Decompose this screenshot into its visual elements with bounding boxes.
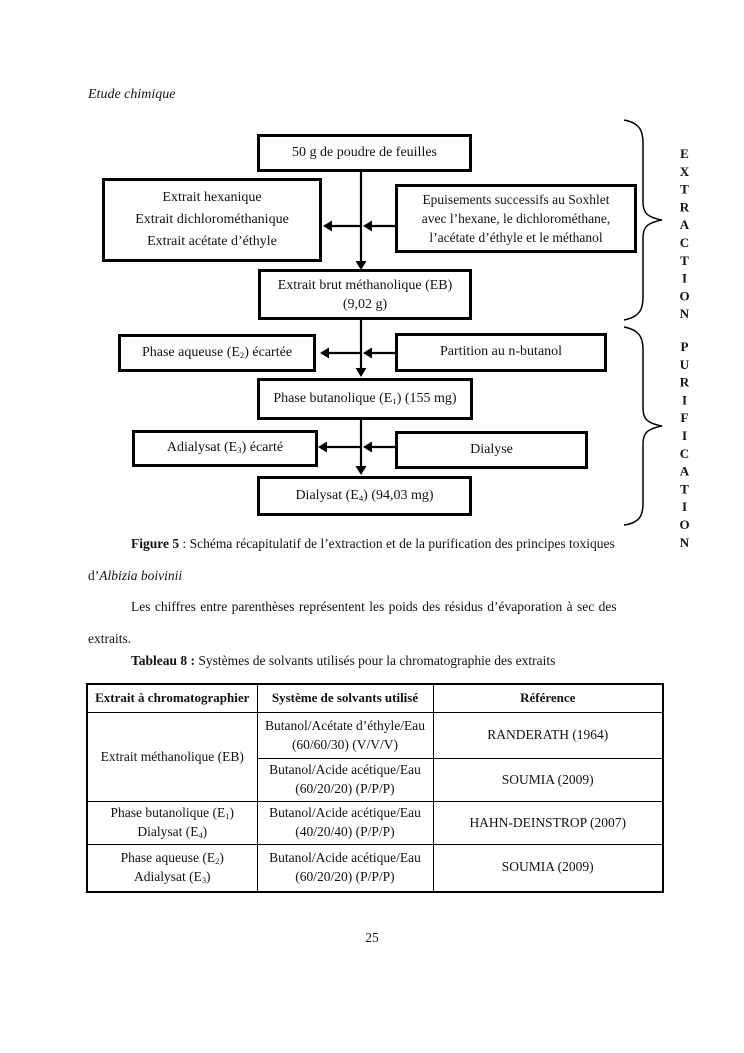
box-label: Adialysat (E3) écarté bbox=[166, 440, 284, 456]
table-row: Extrait méthanolique (EB) Butanol/Acétat… bbox=[86, 712, 664, 802]
box-label-line: Extrait dichlorométhanique bbox=[135, 212, 289, 227]
cell-reference: HAHN-DEINSTROP (2007) bbox=[432, 801, 664, 845]
arrowhead-left-icon bbox=[363, 347, 372, 359]
box-label-line: Extrait hexanique bbox=[162, 190, 262, 205]
box-label-line: (9,02 g) bbox=[342, 296, 388, 312]
figure-caption-label: Figure 5 bbox=[131, 536, 180, 551]
cell-extrait: Phase aqueuse (E2) Adialysat (E3) bbox=[86, 844, 258, 892]
figure-caption-text: : Schéma récapitulatif de l’extraction e… bbox=[179, 536, 615, 551]
box-phase-aqueuse: Phase aqueuse (E2) écartée bbox=[118, 334, 316, 372]
box-partition-butanol: Partition au n-butanol bbox=[395, 333, 607, 372]
box-label: 50 g de poudre de feuilles bbox=[291, 144, 437, 160]
header-reference: Référence bbox=[432, 683, 664, 713]
page-number: 25 bbox=[365, 930, 379, 945]
box-dialysat: Dialysat (E4) (94,03 mg) bbox=[257, 476, 472, 516]
purification-side-label: PURIFICATION bbox=[677, 339, 692, 553]
table-title-text: Systèmes de solvants utilisés pour la ch… bbox=[195, 653, 556, 668]
cell-reference: RANDERATH (1964) bbox=[432, 712, 664, 759]
cell-reference: SOUMIA (2009) bbox=[432, 758, 664, 802]
figure-caption-text2: d’ bbox=[88, 568, 100, 583]
arrowhead-down-icon bbox=[355, 261, 367, 270]
box-label: Partition au n-butanol bbox=[439, 344, 563, 360]
header-extrait: Extrait à chromatographier bbox=[86, 683, 258, 713]
cell-reference: SOUMIA (2009) bbox=[432, 844, 664, 892]
arrowhead-left-icon bbox=[318, 441, 327, 453]
arrowhead-left-icon bbox=[320, 347, 329, 359]
table-title: Tableau 8 : Systèmes de solvants utilisé… bbox=[131, 653, 555, 669]
box-label-line: l’acétate d’éthyle et le méthanol bbox=[429, 230, 603, 245]
extraction-brace-icon bbox=[623, 119, 663, 321]
body-paragraph-line2: extraits. bbox=[88, 631, 132, 646]
header-systeme: Système de solvants utilisé bbox=[256, 683, 434, 713]
cell-systeme: Butanol/Acide acétique/Eau (60/20/20) (P… bbox=[256, 758, 434, 802]
box-phase-butanolique: Phase butanolique (E1) (155 mg) bbox=[257, 378, 473, 420]
table-header-row: Extrait à chromatographier Système de so… bbox=[86, 683, 664, 713]
box-label-line: avec l’hexane, le dichlorométhane, bbox=[421, 211, 611, 226]
box-label: Dialyse bbox=[470, 441, 513, 457]
arrowhead-down-icon bbox=[355, 368, 367, 377]
figure-caption-line2: d’Albizia boivinii bbox=[88, 568, 182, 584]
box-label: Dialysat (E4) (94,03 mg) bbox=[295, 487, 434, 503]
box-label: Phase aqueuse (E2) écartée bbox=[141, 344, 293, 360]
box-epuisements-soxhlet: Epuisements successifs au Soxhlet avec l… bbox=[395, 184, 637, 253]
flowchart-connectors bbox=[318, 119, 663, 526]
arrowhead-left-icon bbox=[363, 220, 372, 232]
box-adialysat: Adialysat (E3) écarté bbox=[132, 430, 318, 467]
extraction-side-label: EXTRACTION bbox=[677, 146, 692, 324]
cell-extrait-merged: Extrait méthanolique (EB) bbox=[86, 712, 258, 802]
box-label-line: Epuisements successifs au Soxhlet bbox=[422, 192, 610, 207]
arrowhead-left-icon bbox=[323, 220, 332, 232]
arrowhead-down-icon bbox=[355, 466, 367, 475]
table-row: Phase aqueuse (E2) Adialysat (E3) Butano… bbox=[86, 844, 664, 892]
cell-systeme: Butanol/Acide acétique/Eau (60/20/20) (P… bbox=[256, 844, 434, 892]
table-title-label: Tableau 8 : bbox=[131, 653, 196, 668]
box-poudre-feuilles: 50 g de poudre de feuilles bbox=[257, 134, 472, 172]
purification-brace-icon bbox=[623, 326, 663, 526]
cell-systeme: Butanol/Acétate d’éthyle/Eau (60/60/30) … bbox=[256, 712, 434, 759]
box-label: Phase butanolique (E1) (155 mg) bbox=[273, 390, 457, 406]
figure-caption-line1: Figure 5 : Schéma récapitulatif de l’ext… bbox=[131, 536, 615, 552]
table-row: Butanol/Acide acétique/Eau (60/20/20) (P… bbox=[87, 758, 664, 802]
body-paragraph-line1: Les chiffres entre parenthèses représent… bbox=[131, 599, 617, 614]
solvents-table: Extrait à chromatographier Système de so… bbox=[86, 683, 664, 893]
box-label-line: Extrait acétate d’éthyle bbox=[147, 234, 277, 249]
box-dialyse: Dialyse bbox=[395, 431, 588, 469]
table-row: Phase butanolique (E1) Dialysat (E4) But… bbox=[86, 801, 664, 845]
arrowhead-left-icon bbox=[363, 441, 372, 453]
species-name: Albizia boivinii bbox=[99, 568, 183, 583]
box-extraits-ecartes: Extrait hexanique Extrait dichlorométhan… bbox=[102, 178, 322, 262]
box-extrait-brut-methanolique: Extrait brut méthanolique (EB) (9,02 g) bbox=[258, 269, 472, 320]
box-label-line: Extrait brut méthanolique (EB) bbox=[277, 277, 453, 293]
cell-systeme: Butanol/Acide acétique/Eau (40/20/40) (P… bbox=[256, 801, 434, 845]
running-header: Etude chimique bbox=[88, 87, 176, 102]
cell-extrait: Phase butanolique (E1) Dialysat (E4) bbox=[86, 801, 258, 845]
